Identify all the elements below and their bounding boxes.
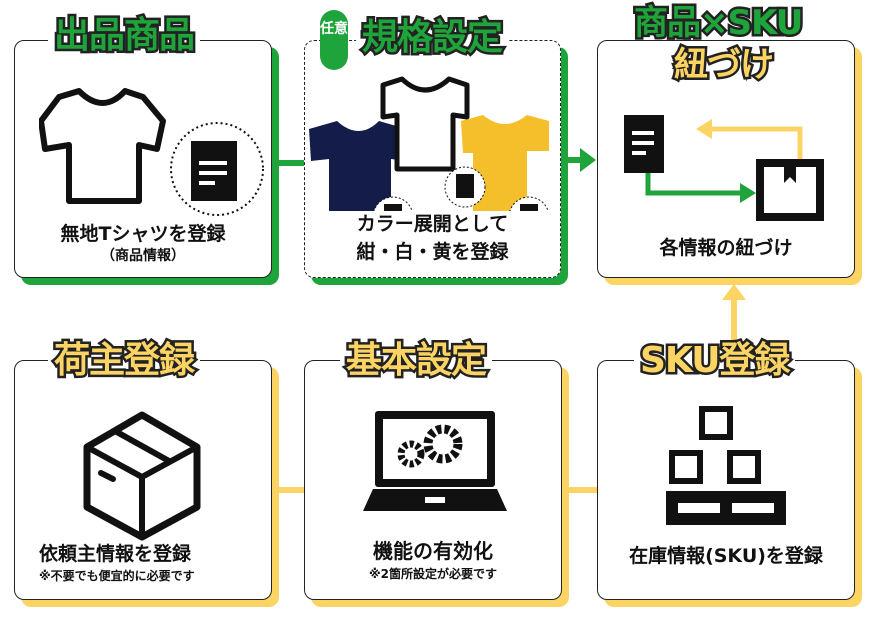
- step-basic-card: 機能の有効化 ※2箇所設定が必要です: [304, 360, 562, 600]
- tshirt-icon: [39, 88, 166, 204]
- arrow-spec-to-link: [562, 148, 596, 172]
- cardboard-box-icon: [83, 411, 201, 541]
- basic-note: ※2箇所設定が必要です: [368, 567, 498, 581]
- step-link-title-line1: 商品×SKU: [631, 3, 805, 43]
- step-shipper-title: 荷主登録: [48, 340, 201, 381]
- product-caption: 無地Tシャツを登録: [60, 223, 226, 245]
- step-product-card: 無地Tシャツを登録 （商品情報）: [14, 40, 272, 278]
- link-caption: 各情報の紐づけ: [659, 237, 793, 259]
- step-product-title: 出品商品: [48, 15, 201, 56]
- spec-caption-line1: カラー展開として: [356, 213, 509, 235]
- product-subcaption: （商品情報）: [101, 248, 185, 264]
- arrow-sku-to-link: [722, 284, 746, 354]
- spec-caption-line2: 紺・白・黄を登録: [356, 241, 509, 263]
- link-memo-box-icon: [624, 115, 824, 221]
- product-info-memo-icon: [170, 122, 264, 216]
- step-basic-title: 基本設定: [340, 340, 493, 381]
- step-spec-title: 規格設定: [356, 17, 509, 58]
- step-link-title-line2: 紐づけ: [672, 45, 777, 85]
- step-spec-card: カラー展開として 紺・白・黄を登録: [304, 40, 561, 278]
- optional-badge: 任意: [320, 10, 348, 70]
- step-link-card: 各情報の紐づけ: [597, 40, 855, 278]
- color-variant-tshirts-icon: [309, 76, 549, 211]
- connector-basic-sku: [562, 487, 598, 493]
- connector-product-spec: [272, 160, 304, 166]
- step-sku-title: SKU登録: [634, 340, 796, 381]
- sku-caption: 在庫情報(SKU)を登録: [629, 545, 823, 567]
- shipper-caption: 依頼主情報を登録: [39, 543, 192, 565]
- basic-caption: 機能の有効化: [373, 539, 493, 563]
- step-sku-card: 在庫情報(SKU)を登録: [597, 360, 855, 600]
- shipper-note: ※不要でも便宜的に必要です: [39, 569, 195, 583]
- laptop-settings-icon: [363, 411, 507, 511]
- connector-shipper-basic: [272, 487, 304, 493]
- step-shipper-card: 依頼主情報を登録 ※不要でも便宜的に必要です: [14, 360, 272, 600]
- stacked-boxes-pallet-icon: [666, 406, 786, 525]
